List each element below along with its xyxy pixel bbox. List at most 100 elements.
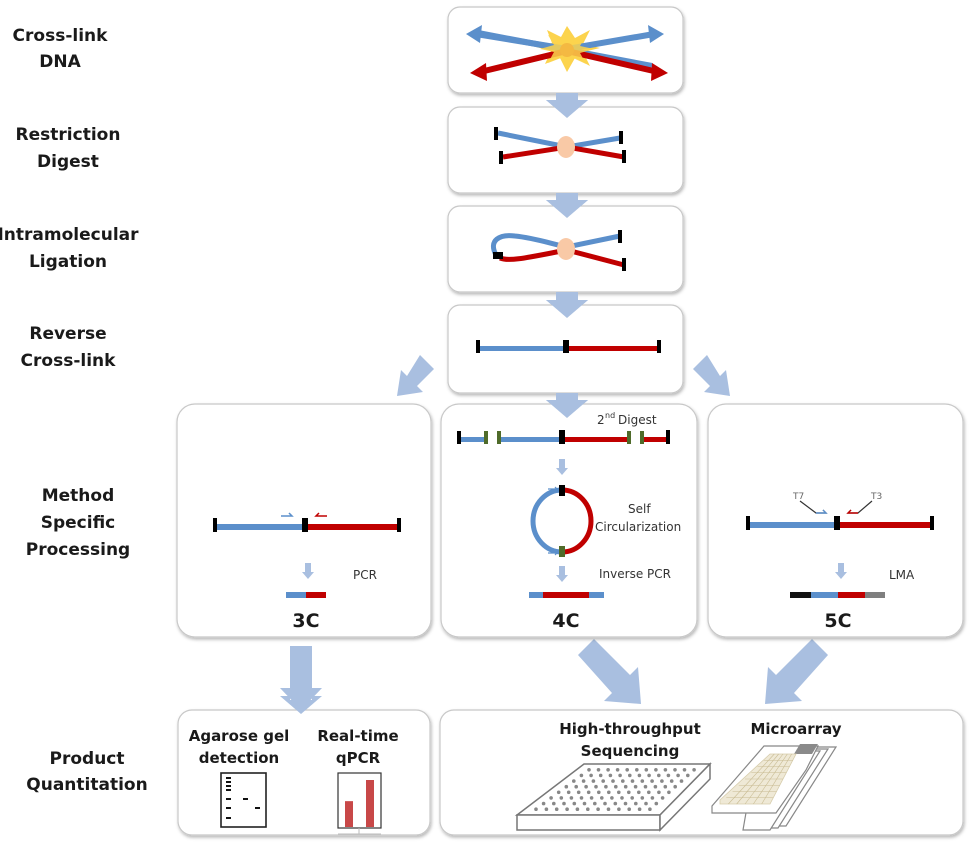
plate-well <box>667 790 671 795</box>
4c-product-red <box>543 592 589 598</box>
5c-product-red <box>838 592 865 598</box>
4c-site <box>627 431 631 444</box>
linear-blue <box>478 346 565 351</box>
t7-primer-blue <box>816 509 828 514</box>
seq-label-2: Sequencing <box>581 742 680 760</box>
plate-well <box>600 796 604 800</box>
plate-well <box>534 807 538 811</box>
gel-band <box>226 807 231 809</box>
plate-well <box>673 784 677 789</box>
4c-circle-junction <box>559 485 565 496</box>
plate-well <box>654 768 658 772</box>
step-label-quant-2: Quantitation <box>26 775 147 795</box>
3c-blue <box>216 524 302 530</box>
plate-well <box>628 773 632 778</box>
flow-arrow-tip-2 <box>546 193 588 218</box>
plate-well <box>564 784 569 789</box>
qpcr-label-1: Real-time <box>317 727 398 745</box>
plate-well <box>676 773 680 778</box>
step-label-ligation-2: Ligation <box>29 252 107 272</box>
plate-well <box>597 790 601 795</box>
method-5c: T7 T3 LMA 5C <box>746 492 934 632</box>
4c-primer-icon <box>548 486 559 490</box>
plate-well <box>633 784 638 789</box>
plate-well <box>606 768 610 772</box>
blue-arrowhead-right <box>648 25 664 43</box>
reverse-illustration <box>476 340 661 353</box>
4c-primer-icon <box>548 552 559 556</box>
plate-well <box>596 807 600 811</box>
step-label-restriction: Restriction <box>16 125 121 145</box>
plate-well <box>666 773 671 778</box>
plate-well <box>692 768 696 772</box>
plate-well <box>618 773 622 778</box>
gel-band <box>226 781 231 783</box>
crosslink-bead-icon <box>557 238 575 260</box>
microarray-label: Microarray <box>750 720 841 738</box>
blue-arrowhead-left <box>466 25 482 43</box>
3c-red <box>306 524 398 530</box>
plate-well <box>627 807 631 811</box>
t3-primer-red <box>846 509 858 514</box>
step-label-method: Method <box>42 486 115 506</box>
4c-digest-word: Digest <box>618 413 657 427</box>
4c-cap <box>457 431 461 444</box>
4c-pcr-label: Inverse PCR <box>599 567 671 581</box>
plate-well <box>572 779 576 783</box>
plate-side <box>659 762 711 832</box>
plate-well <box>657 773 661 778</box>
microarray: Microarray <box>711 720 842 831</box>
4c-digest-sup: nd <box>605 411 615 420</box>
plate-well <box>586 807 590 811</box>
ligation-cap <box>622 258 626 271</box>
plate-well <box>581 779 586 783</box>
plate-well <box>660 796 665 800</box>
plate-well <box>673 768 677 772</box>
qpcr-frame <box>337 772 382 829</box>
4c-site <box>497 431 501 444</box>
gel-band <box>226 817 231 819</box>
qpcr-bar <box>345 801 353 827</box>
4c-product-blue-l <box>529 592 543 598</box>
5c-blue <box>749 522 835 528</box>
plate-well <box>627 790 631 795</box>
plate-well <box>544 807 549 811</box>
gel-band <box>255 807 260 809</box>
plate-well <box>617 807 621 811</box>
step-label-ligation: Intramolecular <box>0 225 139 245</box>
plate-well <box>614 784 618 789</box>
plate-well <box>591 779 596 783</box>
plate-well <box>569 796 574 800</box>
digest-cap <box>622 150 626 163</box>
plate-well <box>635 768 639 772</box>
5c-primer-right: T3 <box>870 492 882 502</box>
plate-well <box>552 801 556 806</box>
plate-well <box>607 790 611 795</box>
5c-product-blue <box>811 592 838 598</box>
plate-well <box>623 784 628 789</box>
4c-junction <box>559 430 565 444</box>
4c-pcr-arrow-icon <box>556 566 568 582</box>
plate-well <box>610 796 614 800</box>
4c-digest-label: 2 <box>597 413 605 427</box>
plate-well <box>650 796 655 800</box>
3c-product-red <box>306 592 326 598</box>
5c-step-label: LMA <box>889 568 915 582</box>
plate-well <box>549 796 553 800</box>
plate-well <box>611 779 615 783</box>
step-labels: Cross-link DNA Restriction Digest Intram… <box>0 26 148 795</box>
microarray-slides-icon <box>711 744 838 831</box>
step-label-method-2: Specific <box>41 513 116 533</box>
seq-label-1: High-throughput <box>559 720 701 738</box>
linear-junction <box>563 340 569 353</box>
plate-well <box>603 801 607 806</box>
flow-arrow-4c-seq <box>578 639 641 704</box>
plate-well <box>663 784 668 789</box>
3c-junction <box>302 518 308 532</box>
plate-wells <box>534 768 696 811</box>
linear-red <box>567 346 658 351</box>
qpcr: Real-time qPCR <box>317 727 399 835</box>
plate-well <box>643 784 648 789</box>
3c-product-blue <box>286 592 306 598</box>
4c-red-a <box>562 437 628 442</box>
